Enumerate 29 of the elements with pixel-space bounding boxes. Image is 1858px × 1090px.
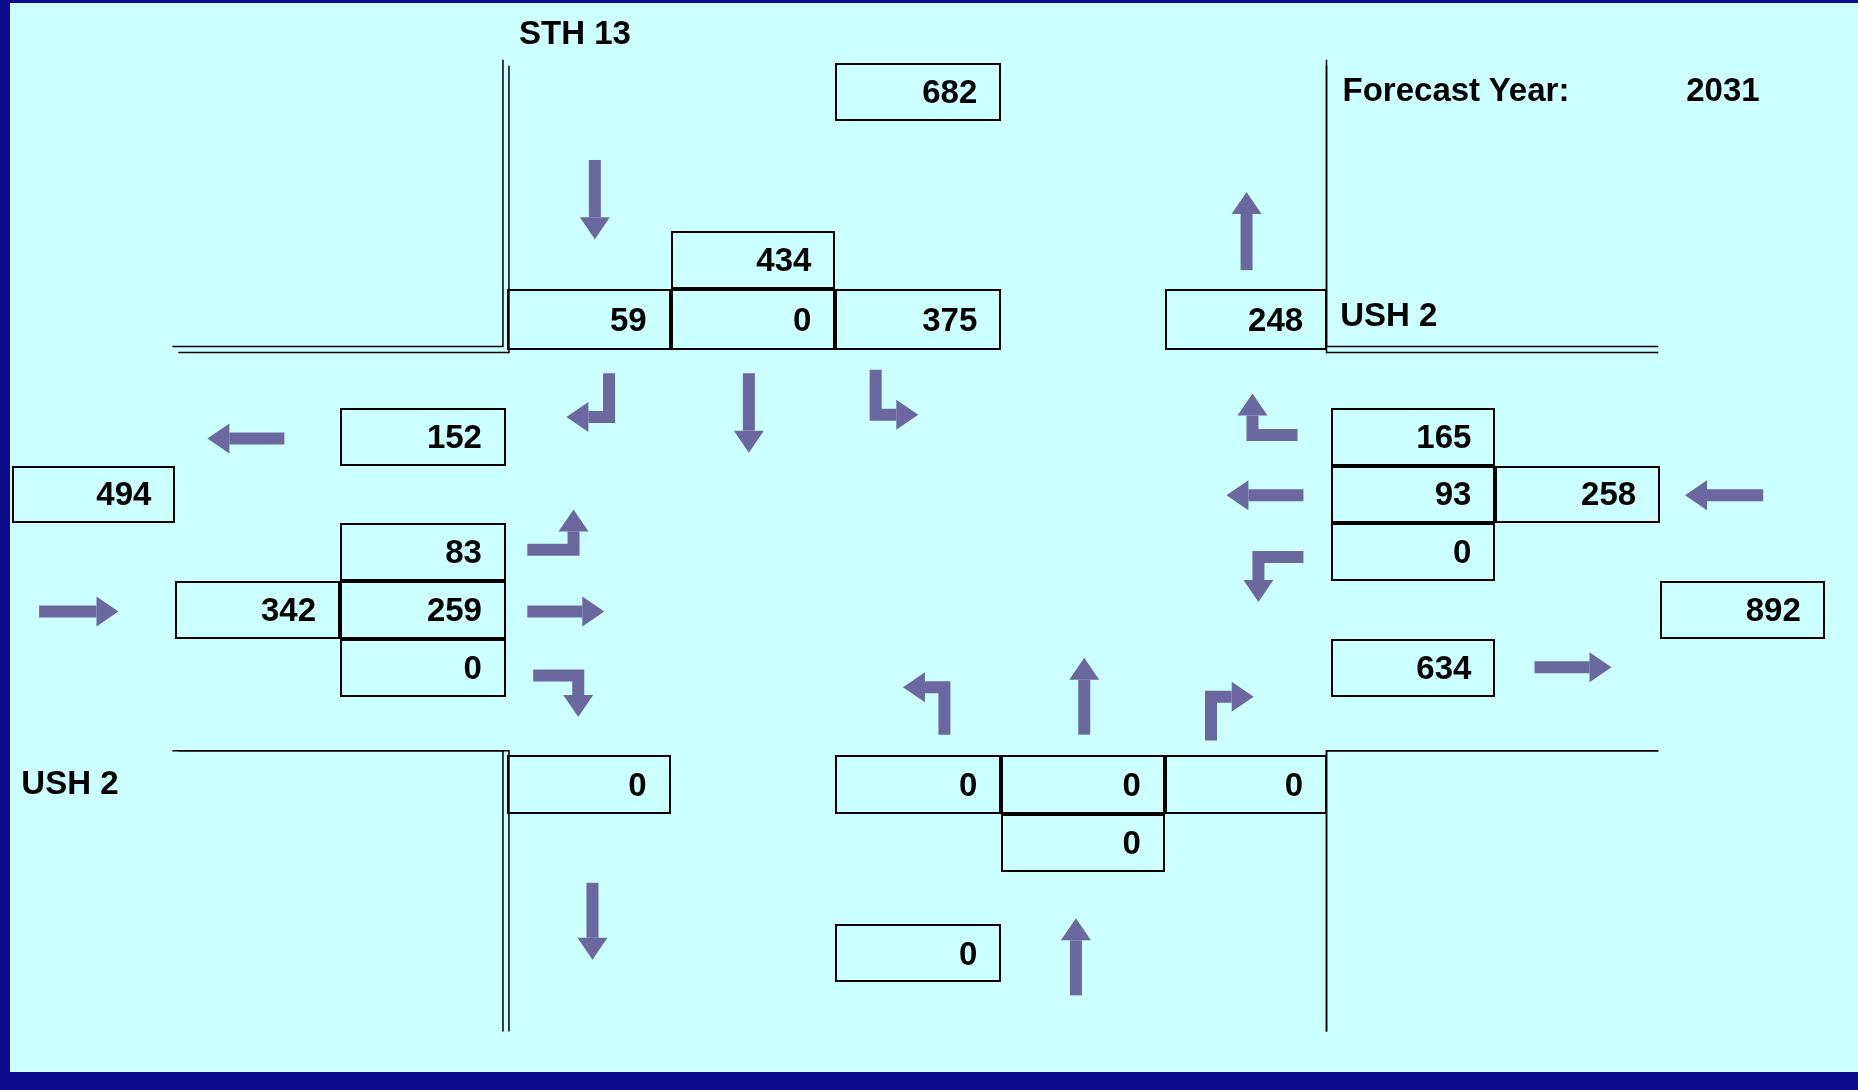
volume-box: 0: [1001, 814, 1165, 873]
volume-box: 259: [340, 580, 506, 639]
volume-box: 342: [175, 580, 341, 639]
volume-box: 248: [1164, 289, 1328, 350]
volume-box: 892: [1660, 580, 1825, 639]
volume-box: 634: [1330, 638, 1496, 697]
volume-box: 0: [670, 289, 836, 350]
street-label: 2031: [1686, 69, 1760, 110]
volume-box: 434: [670, 231, 836, 290]
volume-box: 165: [1330, 407, 1496, 466]
street-label: Forecast Year:: [1342, 69, 1570, 110]
volume-box: 0: [835, 924, 1002, 983]
volume-box: 0: [1330, 522, 1496, 581]
street-label: USH 2: [1340, 294, 1438, 335]
volume-box: 152: [340, 407, 506, 466]
volume-box: 682: [835, 62, 1002, 121]
volume-box: 0: [1164, 754, 1328, 815]
volume-box: 0: [835, 754, 1002, 815]
volume-box: 59: [507, 289, 671, 350]
volume-box: 494: [11, 465, 176, 523]
volume-box: 375: [835, 289, 1002, 350]
volume-box: 93: [1330, 465, 1496, 523]
street-label: STH 13: [519, 12, 631, 53]
volume-box: 0: [507, 754, 671, 815]
volume-box: 0: [1001, 754, 1165, 815]
volume-box: 0: [340, 638, 506, 697]
volume-box: 258: [1495, 465, 1661, 523]
volume-box: 83: [340, 522, 506, 581]
street-label: USH 2: [21, 762, 119, 803]
